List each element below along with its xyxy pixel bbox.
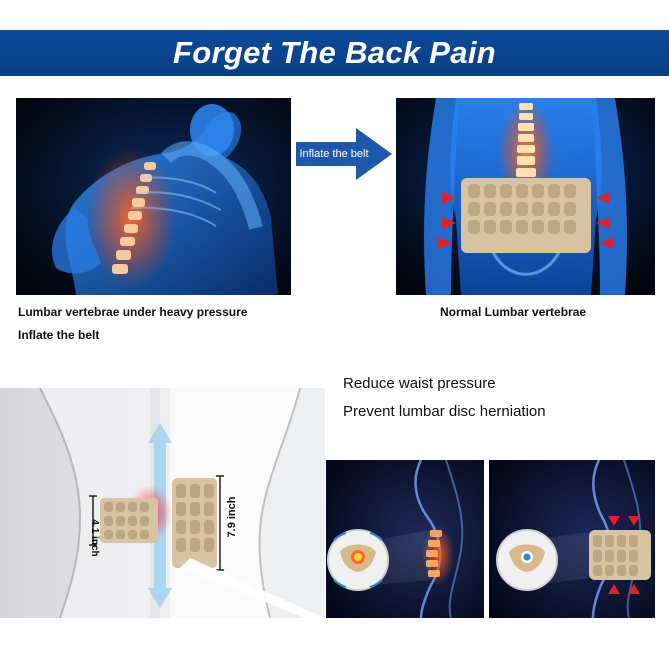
right-belt-height: 7.9 inch [226,496,238,538]
normal-spine-image [396,98,655,295]
air-belt [461,178,591,253]
caption-inflate: Inflate the belt [18,328,100,342]
belt-size-comparison: 4.1 inch 7.9 inch [0,388,325,618]
benefit-reduce-pressure: Reduce waist pressure [343,375,496,392]
page-title: Forget The Back Pain [173,35,496,70]
caption-heavy-pressure: Lumbar vertebrae under heavy pressure [18,305,248,319]
compressed-disc-image [326,460,484,618]
right-arrow-icon [296,128,392,180]
back-pain-image [16,98,291,295]
benefit-prevent-herniation: Prevent lumbar disc herniation [343,403,546,420]
caption-normal-lumbar: Normal Lumbar vertebrae [440,305,587,319]
inflate-arrow [296,128,392,180]
left-belt-height: 4.1 inch [89,519,100,557]
belt-relief-image [489,460,655,618]
pressure-arrow-icon [438,192,614,249]
header-banner: Forget The Back Pain [0,30,669,76]
